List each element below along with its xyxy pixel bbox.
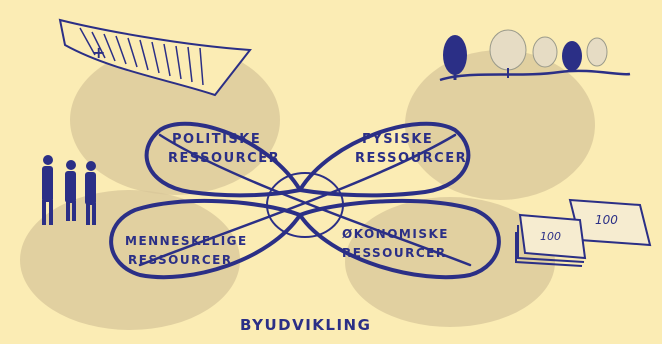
label-politiske-1: POLITISKE (172, 132, 261, 147)
blob-bottom-left (20, 190, 240, 330)
label-fysiske-1: FYSISKE (362, 132, 433, 147)
label-fysiske-2: RESSOURCER (355, 151, 467, 166)
background-blobs (20, 45, 595, 330)
center-label: BYUDVIKLING (240, 316, 371, 334)
trees-icon (439, 29, 631, 82)
loops (109, 121, 501, 280)
money-note-2: 100 (540, 230, 561, 243)
label-okonomiske-1: ØKONOMISKE (342, 227, 449, 241)
loop-fysiske (296, 121, 471, 198)
people-icon (42, 155, 96, 225)
loop-okonomiske (296, 198, 501, 280)
banner-icon: + (58, 18, 252, 97)
money-note-1: 100 (595, 213, 618, 227)
money-icon: 100 100 (515, 198, 652, 267)
blob-bottom-right (345, 197, 555, 327)
loop-menneskelige (109, 198, 304, 280)
loop-politiske (144, 121, 304, 198)
center-circle (266, 172, 344, 238)
cross-stroke-1 (158, 133, 472, 267)
banner-mark: + (92, 43, 105, 62)
label-okonomiske-2: RESSOURCER (342, 246, 447, 260)
label-politiske-2: RESSOURCER (168, 151, 280, 166)
label-menneskelige-2: RESSOURCER (128, 253, 233, 267)
label-menneskelige-1: MENNESKELIGE (125, 234, 248, 248)
blob-top-left (70, 45, 280, 195)
cross-stroke-2 (138, 133, 457, 267)
resource-labels: POLITISKE RESSOURCER FYSISKE RESSOURCER … (125, 132, 467, 334)
blob-top-right (405, 50, 595, 200)
